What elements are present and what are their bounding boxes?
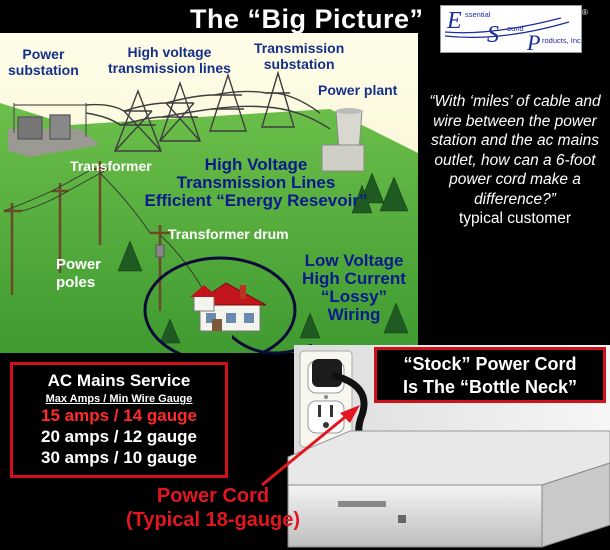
esp-logo: E S P ssential ound roducts, Inc. xyxy=(440,5,583,55)
bottle-line-1: “Stock” Power Cord xyxy=(403,354,577,374)
house-highlight-ellipse xyxy=(143,256,297,353)
mains-row-30a: 30 amps / 10 gauge xyxy=(41,448,197,467)
cord-line-2: (Typical 18-gauge) xyxy=(125,509,301,531)
page-title: The “Big Picture” xyxy=(190,4,424,34)
ground-plane xyxy=(0,103,418,353)
transformer-drum xyxy=(155,244,165,258)
amplifier xyxy=(287,430,610,548)
trees xyxy=(117,172,409,344)
label-transformer-drum: Transformer drum xyxy=(168,226,289,242)
customer-quote: “With ‘miles’ of cable and wire between … xyxy=(422,92,608,229)
logo-letter-e: E xyxy=(446,8,462,34)
power-cord-arrow xyxy=(261,405,360,487)
mains-row-20a: 20 amps / 12 gauge xyxy=(41,427,197,446)
quote-text: “With ‘miles’ of cable and wire between … xyxy=(429,93,601,208)
power-grid-illustration xyxy=(0,33,418,353)
logo-line-2: ound xyxy=(507,24,524,33)
logo-line-3: roducts, Inc. xyxy=(542,36,581,45)
logo-letter-s: S xyxy=(487,22,499,48)
mains-subtitle: Max Amps / Min Wire Gauge xyxy=(45,393,193,405)
label-transformer: Transformer xyxy=(70,158,152,174)
power-poles xyxy=(4,161,170,311)
bottle-neck-box: “Stock” Power Cord Is The “Bottle Neck” xyxy=(374,347,606,403)
cord-line-1: Power Cord xyxy=(156,485,270,507)
logo-line-1: ssential xyxy=(465,10,491,19)
substation-structure xyxy=(13,103,87,140)
transmission-towers xyxy=(85,70,331,152)
house xyxy=(190,282,267,332)
mains-title: AC Mains Service xyxy=(47,371,191,390)
distribution-wires xyxy=(3,168,206,294)
ac-mains-service-box: AC Mains Service Max Amps / Min Wire Gau… xyxy=(10,362,228,478)
registered-mark: ® xyxy=(582,8,588,17)
power-cord-label: Power Cord (Typical 18-gauge) xyxy=(98,484,328,532)
power-plant xyxy=(321,108,365,172)
quote-attribution: typical customer xyxy=(459,210,571,227)
mains-row-15a: 15 amps / 14 gauge xyxy=(41,406,197,425)
bottle-line-2: Is The “Bottle Neck” xyxy=(402,377,578,397)
logo-letter-p: P xyxy=(526,30,540,52)
label-power-plant: Power plant xyxy=(318,82,398,98)
